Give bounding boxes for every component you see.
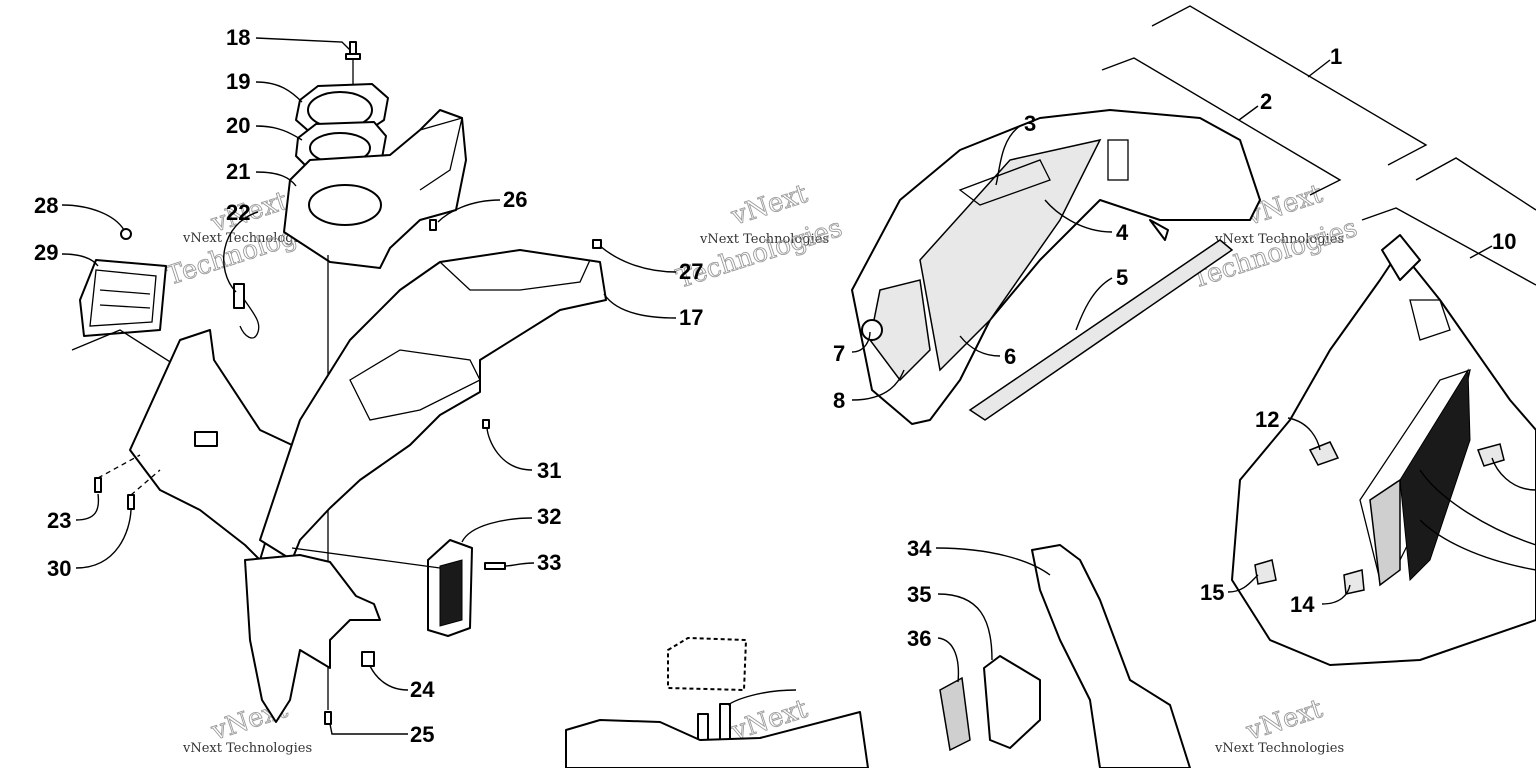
callout-23: 23	[47, 508, 71, 533]
watermark-brand: vNext	[727, 179, 812, 232]
callout-12: 12	[1255, 407, 1279, 432]
callout-20: 20	[226, 113, 250, 138]
callout-8: 8	[833, 388, 845, 413]
callout-27: 28	[34, 193, 58, 218]
part-22-connector	[233, 283, 245, 309]
part-26-screw	[429, 219, 437, 231]
callout-26: 26	[503, 187, 527, 212]
part-33-duct	[1031, 544, 1191, 768]
callout-31: 32	[537, 504, 561, 529]
callout-18: 18	[226, 25, 250, 50]
part-lower-panel	[244, 554, 381, 723]
callout-10: 10	[1492, 229, 1516, 254]
callout-25: 25	[410, 722, 434, 747]
callout-1: 1	[1330, 44, 1342, 69]
callout-15: 15	[1200, 580, 1224, 605]
callout-7: 7	[833, 341, 845, 366]
watermark-line: vNext Technologies	[182, 231, 312, 246]
callout-3: 3	[1024, 111, 1036, 136]
watermark-line: vNext Technologies	[1214, 232, 1344, 247]
callout-35: 36	[907, 626, 931, 651]
part-34-frame	[983, 655, 1041, 749]
part-29-screw	[127, 494, 135, 510]
leader-lines	[61, 37, 1536, 735]
part-10-hood	[1231, 234, 1536, 666]
callout-32: 33	[537, 550, 561, 575]
callout-24: 24	[410, 677, 435, 702]
part-main-console	[129, 249, 607, 561]
part-21-plate	[283, 109, 467, 269]
callout-labels: 18 19 20 21 22 28 29 23 30 26 27 17 31 3…	[34, 25, 1516, 747]
part-26-screw	[592, 239, 602, 249]
callout-28: 29	[34, 240, 58, 265]
part-hood-inner	[851, 109, 1261, 425]
callout-14: 14	[1290, 592, 1315, 617]
watermark-line: vNext Technologies	[699, 232, 829, 247]
watermark-4: vNext vNext Technologies	[182, 693, 312, 756]
watermark-line: vNext Technologies	[182, 741, 312, 756]
callout-26: 27	[679, 259, 703, 284]
part-35-grille	[939, 676, 971, 752]
callout-33: 34	[907, 536, 932, 561]
part-36-fusebox	[565, 637, 869, 768]
callout-22: 22	[226, 200, 250, 225]
part-23-screw	[94, 477, 102, 493]
part-31-switch	[427, 539, 473, 637]
callout-4: 4	[1116, 220, 1129, 245]
callout-5: 5	[1116, 265, 1128, 290]
callout-34: 35	[907, 582, 931, 607]
part-22-wire	[237, 289, 260, 339]
part-30-screw	[482, 419, 490, 429]
callout-2: 2	[1260, 89, 1272, 114]
part-32-bolt	[484, 562, 506, 570]
part-28-module	[79, 259, 167, 337]
callout-17: 17	[679, 305, 703, 330]
part-5-seal	[968, 239, 1234, 421]
callout-30: 31	[537, 458, 561, 483]
callout-29: 30	[47, 556, 71, 581]
part-25-screw	[324, 711, 332, 725]
callout-19: 19	[226, 69, 250, 94]
part-27-nut	[120, 228, 132, 240]
part-24-clip	[361, 651, 375, 667]
part-4-trim	[1149, 219, 1169, 241]
watermark-6: vNext vNext Technologies	[1214, 693, 1344, 756]
callout-6: 6	[1004, 344, 1016, 369]
part-18-screw	[345, 41, 361, 60]
watermark-line: vNext Technologies	[1214, 741, 1344, 756]
bracket-lines	[1101, 5, 1536, 286]
callout-21: 21	[226, 159, 250, 184]
watermark-brand: vNext	[1242, 694, 1327, 747]
